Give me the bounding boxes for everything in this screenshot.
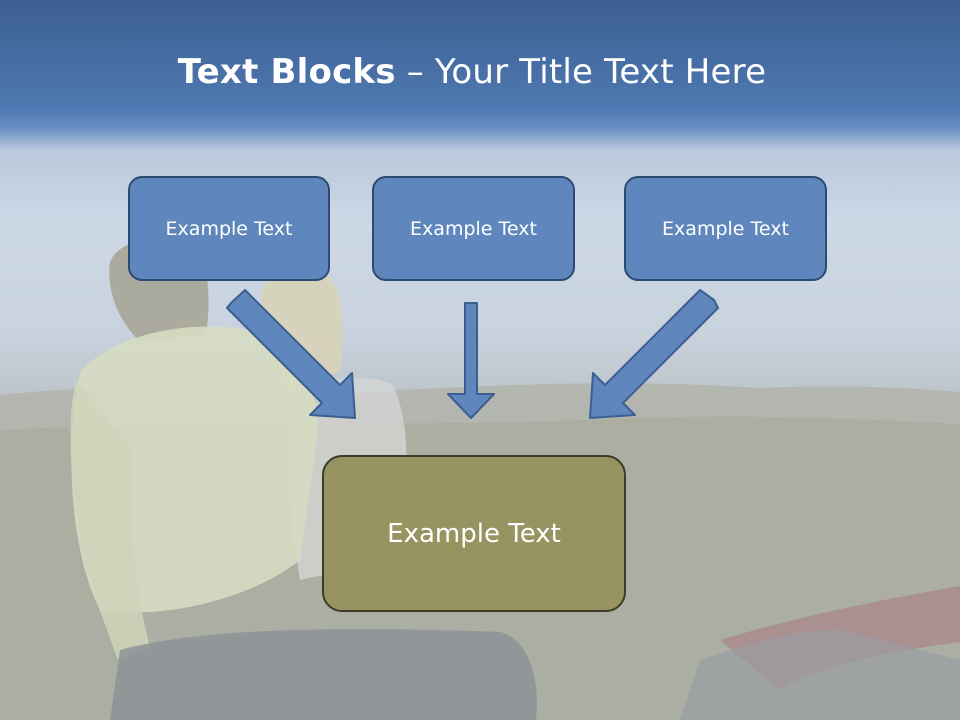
title-dash: – (406, 52, 424, 92)
text-block-1[interactable]: Example Text (128, 176, 330, 281)
title-rest: Your Title Text Here (434, 52, 767, 92)
text-block-2[interactable]: Example Text (372, 176, 575, 281)
slide-title: Text Blocks – Your Title Text Here (0, 52, 944, 92)
text-block-3-label: Example Text (662, 217, 789, 240)
text-block-2-label: Example Text (410, 217, 537, 240)
title-bold: Text Blocks (177, 52, 396, 92)
text-block-1-label: Example Text (165, 217, 293, 240)
arrow-down-icon (447, 302, 495, 419)
target-text-block[interactable]: Example Text (322, 455, 626, 612)
arrow-down-left-icon (589, 289, 719, 419)
arrow-down-right-icon (226, 289, 356, 419)
target-text-block-label: Example Text (387, 518, 561, 549)
text-block-3[interactable]: Example Text (624, 176, 827, 281)
